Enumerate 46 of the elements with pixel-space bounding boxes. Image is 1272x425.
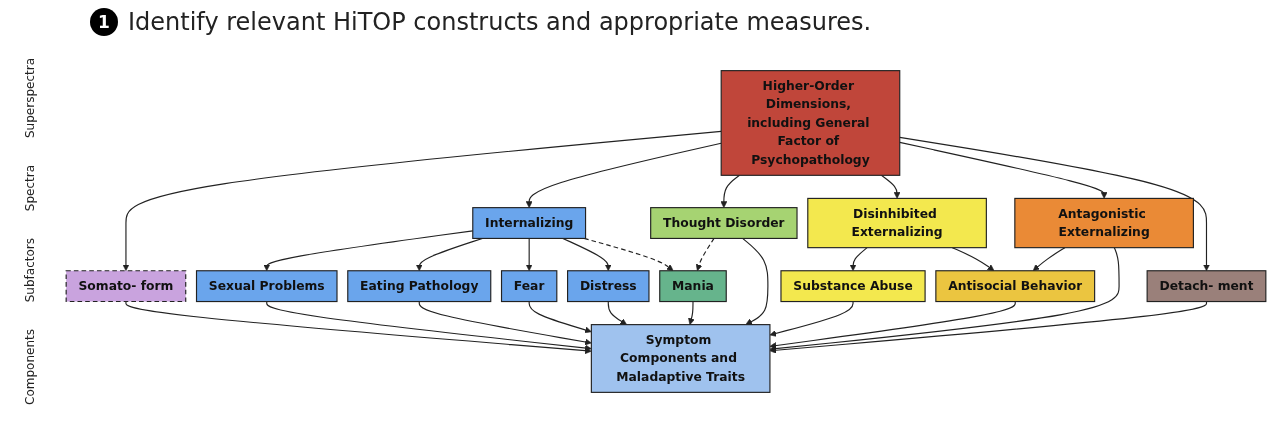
node-box: Disinhibited Externalizing bbox=[807, 197, 987, 249]
node-box: Sexual Problems bbox=[195, 270, 338, 303]
node-box: Somato- form bbox=[65, 270, 187, 303]
node-box: Thought Disorder bbox=[650, 207, 798, 239]
arrow bbox=[266, 300, 592, 352]
arrow bbox=[769, 247, 1120, 352]
arrow bbox=[880, 174, 901, 199]
node-box: Eating Pathology bbox=[347, 270, 492, 303]
arrow bbox=[122, 130, 722, 272]
node-box: Antisocial Behavior bbox=[935, 270, 1096, 303]
node-box: Symptom Components and Maladaptive Traits bbox=[590, 324, 771, 393]
node-box: Detach- ment bbox=[1146, 270, 1267, 303]
node-box: Fear bbox=[500, 270, 558, 303]
arrow bbox=[562, 237, 612, 272]
arrow bbox=[1032, 247, 1066, 272]
node-box: Substance Abuse bbox=[780, 270, 926, 303]
arrow bbox=[418, 300, 592, 346]
arrow bbox=[695, 237, 715, 272]
arrow bbox=[720, 174, 741, 208]
node-box: Distress bbox=[567, 270, 650, 303]
level-label: Components bbox=[23, 329, 37, 406]
arrow bbox=[688, 300, 695, 325]
arrow bbox=[951, 247, 995, 272]
node-box: Internalizing bbox=[472, 207, 587, 239]
node-box: Mania bbox=[659, 270, 727, 303]
diagram-title: Identify relevant HiTOP constructs and appropriate measures. bbox=[128, 8, 872, 36]
arrow bbox=[769, 300, 1016, 349]
arrow bbox=[525, 142, 722, 208]
node-box: Higher-Order Dimensions, including General Factor of Psychopathology bbox=[720, 70, 901, 176]
arrow bbox=[583, 237, 674, 272]
level-label: Subfactors bbox=[23, 238, 37, 303]
level-label: Spectra bbox=[23, 164, 37, 211]
arrow bbox=[528, 300, 592, 334]
level-label: Superspectra bbox=[23, 57, 37, 138]
step-number-badge: 1 bbox=[90, 8, 118, 36]
arrow bbox=[525, 237, 533, 272]
arrow bbox=[415, 237, 483, 272]
arrow bbox=[607, 300, 627, 325]
arrow bbox=[849, 247, 868, 272]
arrow bbox=[899, 141, 1108, 199]
arrow bbox=[742, 237, 769, 325]
node-box: Antagonistic Externalizing bbox=[1014, 197, 1194, 249]
arrow bbox=[769, 300, 854, 337]
arrow bbox=[769, 300, 1208, 354]
arrow bbox=[899, 136, 1210, 272]
arrow bbox=[125, 300, 592, 355]
